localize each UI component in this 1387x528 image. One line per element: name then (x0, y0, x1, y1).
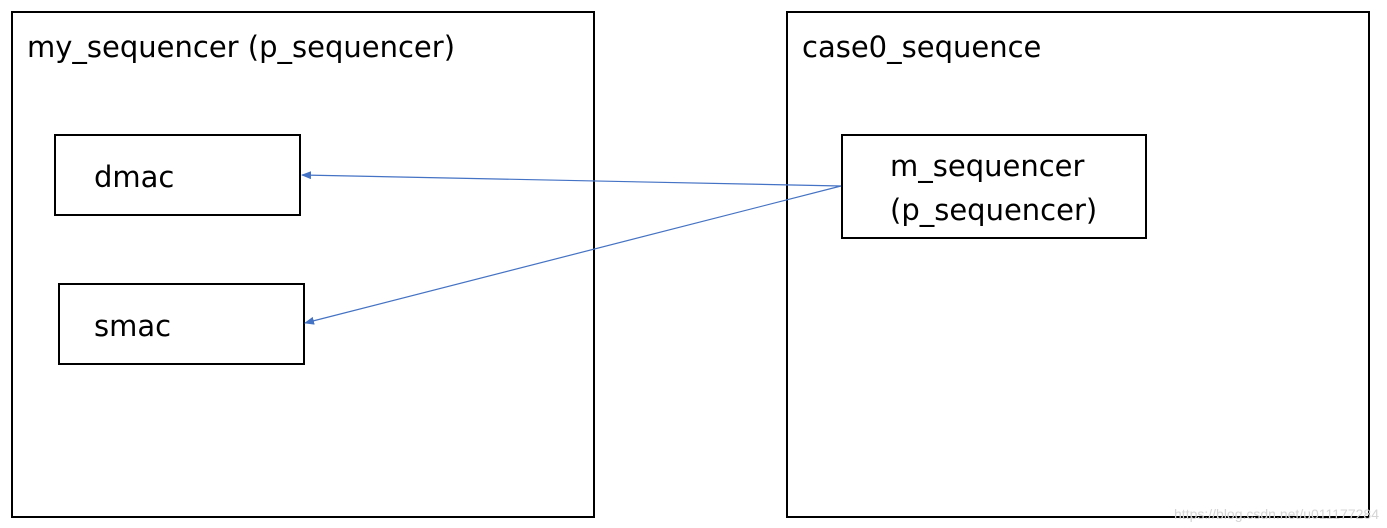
m-sequencer-node-sublabel: (p_sequencer) (890, 193, 1098, 227)
smac-node-label: smac (94, 309, 172, 343)
smac-node: smac (58, 283, 305, 365)
sequence-container: case0_sequence (786, 11, 1370, 518)
sequencer-container-title: my_sequencer (p_sequencer) (27, 30, 456, 64)
watermark: https://blog.csdn.net/u011177284 (1174, 506, 1379, 522)
sequence-container-title: case0_sequence (802, 30, 1042, 64)
m-sequencer-node-label: m_sequencer (890, 149, 1085, 183)
dmac-node-label: dmac (94, 160, 175, 194)
dmac-node: dmac (54, 134, 301, 216)
sequencer-container: my_sequencer (p_sequencer) (11, 11, 595, 518)
m-sequencer-node: m_sequencer (p_sequencer) (841, 134, 1147, 239)
